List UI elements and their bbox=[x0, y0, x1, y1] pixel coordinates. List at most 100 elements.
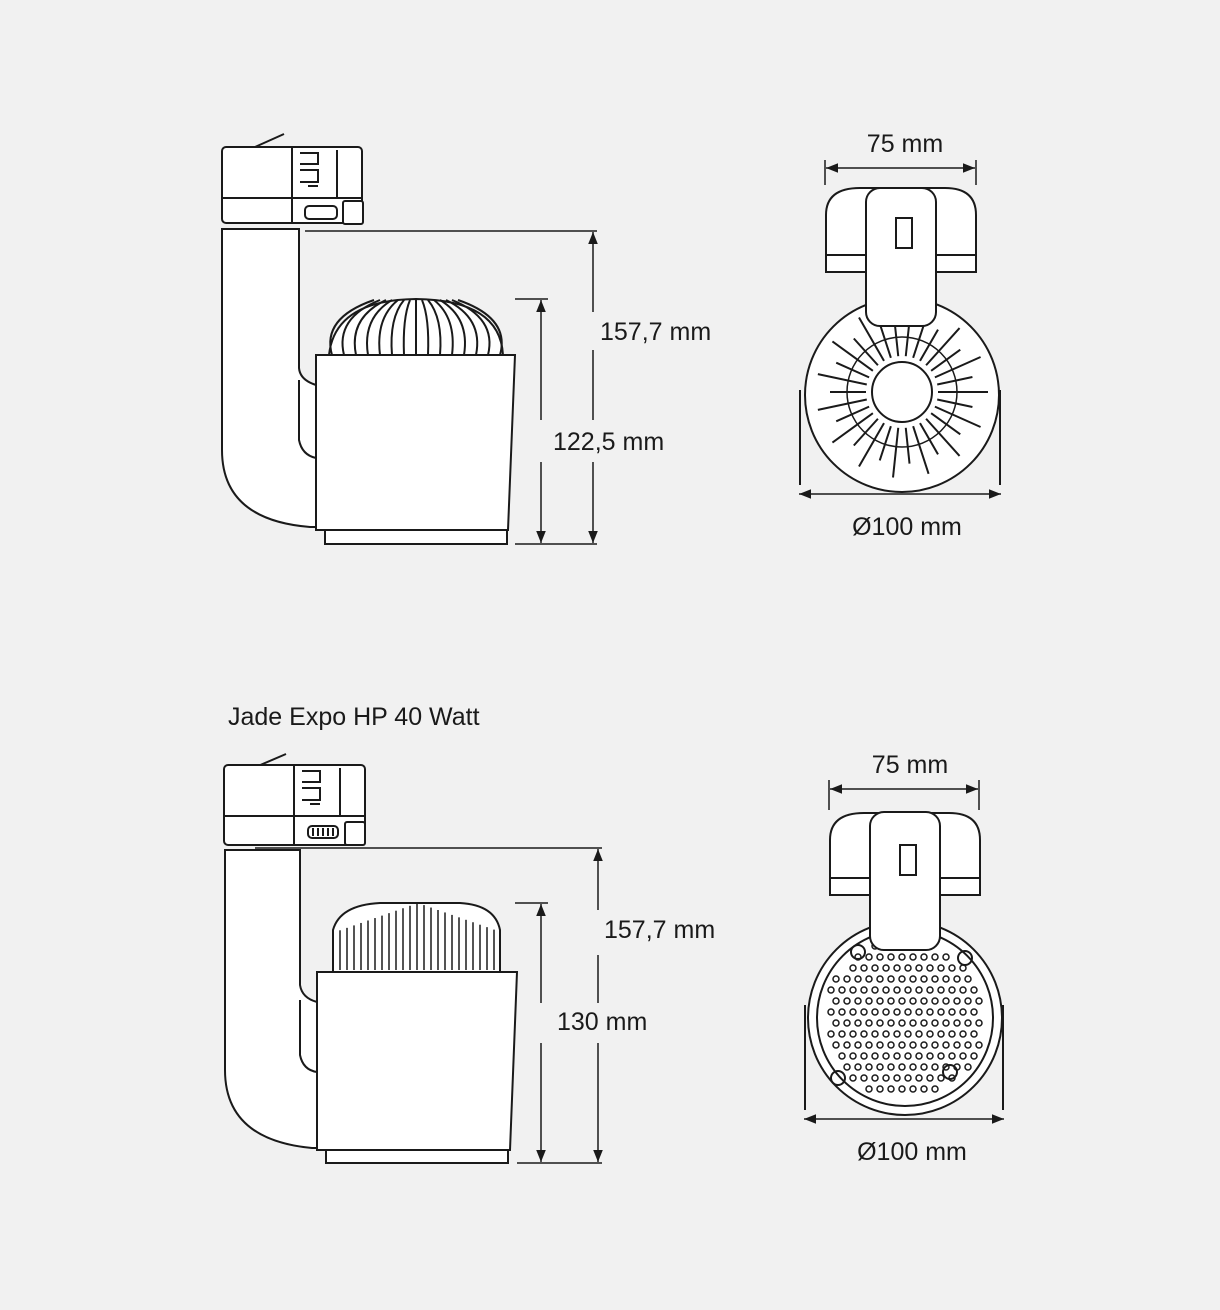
led-hole bbox=[970, 986, 978, 994]
dimension-lines bbox=[255, 847, 603, 1164]
led-hole bbox=[887, 1063, 895, 1071]
led-hole bbox=[887, 1019, 895, 1027]
led-hole bbox=[920, 1041, 928, 1049]
led-hole bbox=[887, 975, 895, 983]
fin bbox=[937, 398, 973, 408]
fin bbox=[912, 425, 930, 475]
led-hole bbox=[860, 1074, 868, 1082]
led-hole bbox=[909, 953, 917, 961]
led-hole bbox=[876, 1019, 884, 1027]
dome-rib bbox=[439, 299, 466, 356]
led-hole bbox=[909, 997, 917, 1005]
led-hole bbox=[849, 1074, 857, 1082]
dome-rib bbox=[433, 299, 454, 356]
screw-icon bbox=[957, 950, 973, 966]
dimension-lines bbox=[799, 160, 1001, 499]
led-hole bbox=[854, 1019, 862, 1027]
dome-rib bbox=[402, 299, 411, 356]
pin-heatsink bbox=[332, 902, 501, 973]
led-hole bbox=[887, 1085, 895, 1093]
led-hole bbox=[887, 1041, 895, 1049]
led-hole bbox=[931, 1041, 939, 1049]
led-hole bbox=[843, 1063, 851, 1071]
led-hole bbox=[849, 1008, 857, 1016]
radial-fins bbox=[817, 306, 988, 478]
led-hole bbox=[970, 1030, 978, 1038]
dome-rib bbox=[353, 299, 387, 356]
led-hole bbox=[915, 1030, 923, 1038]
led-hole bbox=[893, 1030, 901, 1038]
led-hole bbox=[871, 1074, 879, 1082]
led-hole bbox=[926, 964, 934, 972]
dome-rib bbox=[457, 299, 503, 356]
led-hole bbox=[827, 1030, 835, 1038]
lens-ring bbox=[325, 1149, 509, 1164]
fin bbox=[878, 323, 892, 359]
front-view-top: 75 mm Ø100 mm bbox=[799, 130, 1001, 541]
led-hole bbox=[915, 1052, 923, 1060]
fin bbox=[835, 361, 870, 379]
wire bbox=[254, 133, 285, 148]
dome-rib bbox=[451, 299, 491, 356]
fin bbox=[858, 422, 885, 467]
led-hole bbox=[937, 1008, 945, 1016]
led-hole bbox=[865, 1041, 873, 1049]
dome-rib bbox=[427, 299, 442, 356]
dome-rib bbox=[445, 299, 479, 356]
arm bbox=[221, 228, 317, 528]
housing bbox=[315, 354, 517, 531]
led-hole bbox=[915, 1074, 923, 1082]
body-height-label: 130 mm bbox=[557, 1008, 647, 1036]
led-hole bbox=[975, 1019, 983, 1027]
led-hole bbox=[882, 986, 890, 994]
width-label: 75 mm bbox=[872, 751, 948, 779]
led-hole bbox=[876, 953, 884, 961]
housing bbox=[316, 971, 519, 1151]
led-hole bbox=[871, 964, 879, 972]
led-hole bbox=[904, 986, 912, 994]
side-view-bottom: 157,7 mm 130 mm bbox=[223, 753, 715, 1164]
led-hole bbox=[926, 986, 934, 994]
led-hole bbox=[964, 975, 972, 983]
fin bbox=[892, 427, 900, 478]
led-hole bbox=[865, 1019, 873, 1027]
led-hole bbox=[838, 1052, 846, 1060]
led-hole bbox=[876, 1063, 884, 1071]
led-hole bbox=[865, 997, 873, 1005]
led-hole bbox=[948, 1052, 956, 1060]
mounting-stem bbox=[865, 187, 937, 327]
led-hole bbox=[937, 1074, 945, 1082]
fin bbox=[919, 422, 939, 455]
led-hole bbox=[909, 1063, 917, 1071]
led-hole bbox=[871, 1030, 879, 1038]
fin bbox=[930, 348, 961, 372]
fin bbox=[831, 340, 874, 372]
led-hole bbox=[904, 1030, 912, 1038]
led-hole bbox=[942, 997, 950, 1005]
led-hole bbox=[849, 986, 857, 994]
led-hole bbox=[893, 1052, 901, 1060]
led-hole bbox=[860, 1008, 868, 1016]
led-hole bbox=[898, 1063, 906, 1071]
led-hole bbox=[942, 1063, 950, 1071]
fin bbox=[831, 412, 874, 444]
led-hole bbox=[843, 997, 851, 1005]
led-hole bbox=[832, 997, 840, 1005]
led-hole bbox=[937, 964, 945, 972]
led-hole bbox=[904, 1052, 912, 1060]
led-hole bbox=[898, 1085, 906, 1093]
led-hole bbox=[854, 1041, 862, 1049]
led-hole bbox=[876, 1085, 884, 1093]
led-hole bbox=[920, 1063, 928, 1071]
body-height-label: 122,5 mm bbox=[553, 428, 664, 456]
led-hole bbox=[893, 1008, 901, 1016]
dimension-lines bbox=[305, 230, 598, 545]
led-hole bbox=[838, 1030, 846, 1038]
led-hole bbox=[860, 1052, 868, 1060]
led-hole bbox=[948, 964, 956, 972]
fin bbox=[817, 398, 867, 411]
led-hole bbox=[942, 1041, 950, 1049]
led-hole bbox=[871, 986, 879, 994]
led-hole bbox=[865, 1085, 873, 1093]
